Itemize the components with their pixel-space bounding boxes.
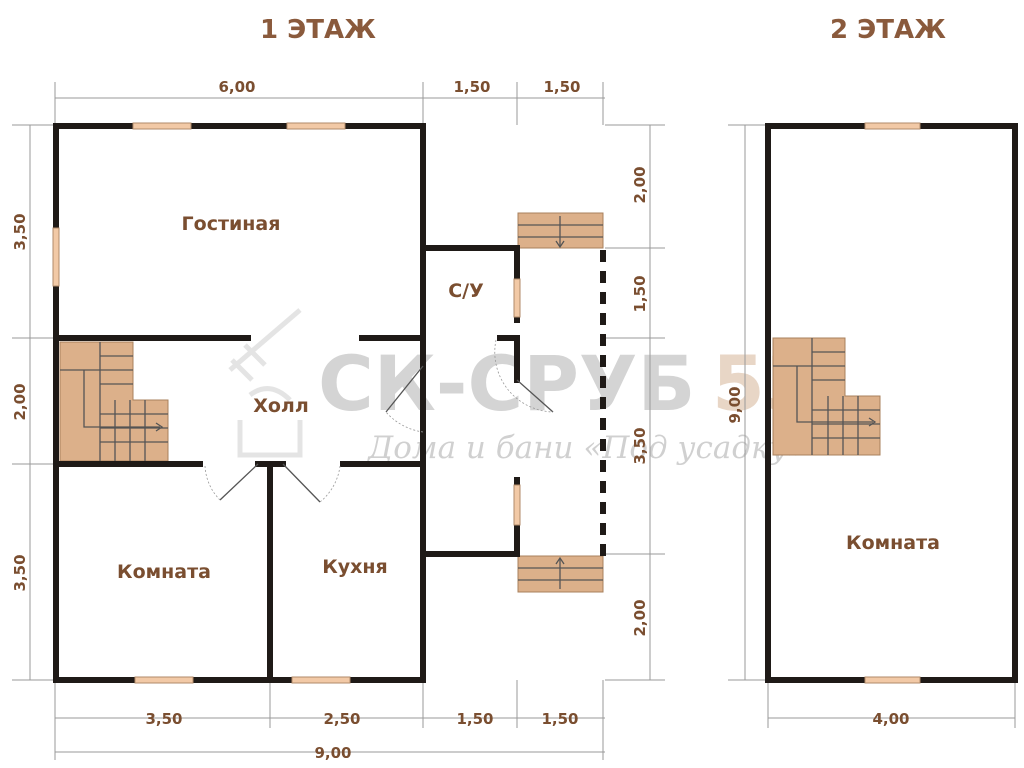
porch-steps-top — [517, 212, 604, 249]
staircase-floor1 — [59, 341, 169, 462]
doors-floor1 — [204, 339, 554, 503]
room-label-room1: Комната — [117, 561, 211, 583]
dim-left-35b: 3,50 — [11, 554, 29, 591]
dimension-lines-floor2 — [728, 124, 1016, 728]
dim-f2-left: 9,00 — [726, 386, 744, 423]
dim-f2-bottom: 4,00 — [872, 710, 909, 728]
dim-top-15b: 1,50 — [543, 78, 580, 96]
dim-left-35a: 3,50 — [11, 213, 29, 250]
walls-floor1 — [53, 123, 520, 683]
dimension-lines-floor1 — [12, 82, 665, 760]
dim-left-20: 2,00 — [11, 383, 29, 420]
room-label-living: Гостиная — [182, 213, 281, 235]
room-label-bathroom: С/У — [448, 280, 484, 302]
dim-top-15a: 1,50 — [453, 78, 490, 96]
watermark-brand: СК-СРУБ — [318, 339, 695, 428]
dim-right-15: 1,50 — [631, 275, 649, 312]
dim-top-6: 6,00 — [218, 78, 255, 96]
dim-right-35: 3,50 — [631, 427, 649, 464]
floor1-title: 1 ЭТАЖ — [260, 15, 376, 45]
floor2-title: 2 ЭТАЖ — [830, 15, 946, 45]
watermark-logo-icon — [228, 308, 303, 458]
staircase-floor2 — [772, 337, 881, 456]
windows-floor2 — [864, 122, 921, 684]
watermark-slogan: Дома и бани «Под усадку» — [366, 430, 806, 466]
porch-steps-bottom — [517, 555, 604, 593]
windows-floor1 — [52, 122, 521, 684]
dimension-labels: 6,00 1,50 1,50 3,50 2,00 3,50 2,00 1,50 … — [11, 78, 910, 762]
room-label-room2: Комната — [846, 532, 940, 554]
dim-right-20a: 2,00 — [631, 166, 649, 203]
dim-bottom-total: 9,00 — [314, 744, 351, 762]
dim-bottom-35: 3,50 — [145, 710, 182, 728]
dim-bottom-15b: 1,50 — [541, 710, 578, 728]
dim-bottom-15a: 1,50 — [456, 710, 493, 728]
room-label-hall: Холл — [253, 395, 309, 417]
dim-bottom-25: 2,50 — [323, 710, 360, 728]
room-label-kitchen: Кухня — [322, 556, 388, 578]
dim-right-20b: 2,00 — [631, 599, 649, 636]
